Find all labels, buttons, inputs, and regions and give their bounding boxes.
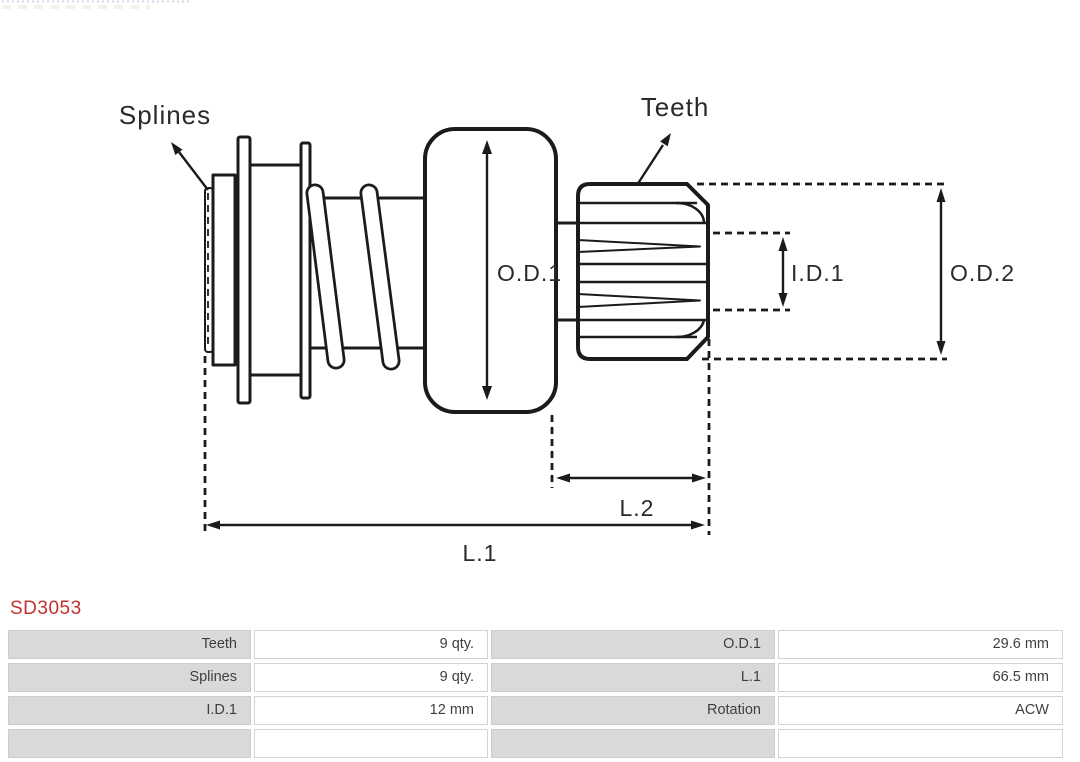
spec-label: I.D.1 (8, 696, 251, 725)
spec-value (254, 729, 488, 758)
pinion-gear (576, 182, 710, 361)
splines-leader-arrow (171, 142, 209, 191)
id1-dimension-arrow (778, 237, 788, 307)
spec-value: 66.5 mm (778, 663, 1063, 692)
table-row-partial (8, 729, 1066, 758)
l1-label: L.1 (463, 540, 498, 566)
spec-label: Teeth (8, 630, 251, 659)
od2-label: O.D.2 (950, 260, 1015, 286)
shaft-flanges (236, 135, 312, 405)
spec-label: O.D.1 (491, 630, 775, 659)
spec-label: L.1 (491, 663, 775, 692)
extension-lines (203, 182, 947, 535)
od1-dimension-arrow (482, 140, 492, 400)
splined-shaft (204, 173, 237, 367)
spec-table: Teeth 9 qty. O.D.1 29.6 mm Splines 9 qty… (8, 630, 1066, 762)
spec-value: 12 mm (254, 696, 488, 725)
spring-coil (305, 183, 425, 371)
clutch-housing (423, 127, 578, 414)
teeth-leader-arrow (635, 133, 671, 186)
od1-label: O.D.1 (497, 260, 562, 286)
od2-dimension-arrow (936, 188, 946, 355)
spec-label (491, 729, 775, 758)
l2-label: L.2 (620, 495, 655, 521)
spec-value: 9 qty. (254, 630, 488, 659)
spec-label: Splines (8, 663, 251, 692)
part-code: SD3053 (10, 598, 82, 619)
spec-label: Rotation (491, 696, 775, 725)
table-row: Splines 9 qty. L.1 66.5 mm (8, 663, 1066, 692)
splines-label: Splines (119, 100, 211, 130)
part-diagram: Splines Teeth O.D.1 I.D.1 O.D.2 L.2 L.1 (2, 0, 1015, 566)
id1-label: I.D.1 (791, 260, 845, 286)
spec-value: 29.6 mm (778, 630, 1063, 659)
teeth-label: Teeth (641, 92, 710, 122)
table-row: I.D.1 12 mm Rotation ACW (8, 696, 1066, 725)
watermark-artifact (2, 0, 190, 9)
spec-value: ACW (778, 696, 1063, 725)
l2-dimension-arrow (556, 473, 706, 483)
spec-value (778, 729, 1063, 758)
spec-label (8, 729, 251, 758)
table-row: Teeth 9 qty. O.D.1 29.6 mm (8, 630, 1066, 659)
spec-value: 9 qty. (254, 663, 488, 692)
l1-dimension-arrow (206, 520, 705, 530)
